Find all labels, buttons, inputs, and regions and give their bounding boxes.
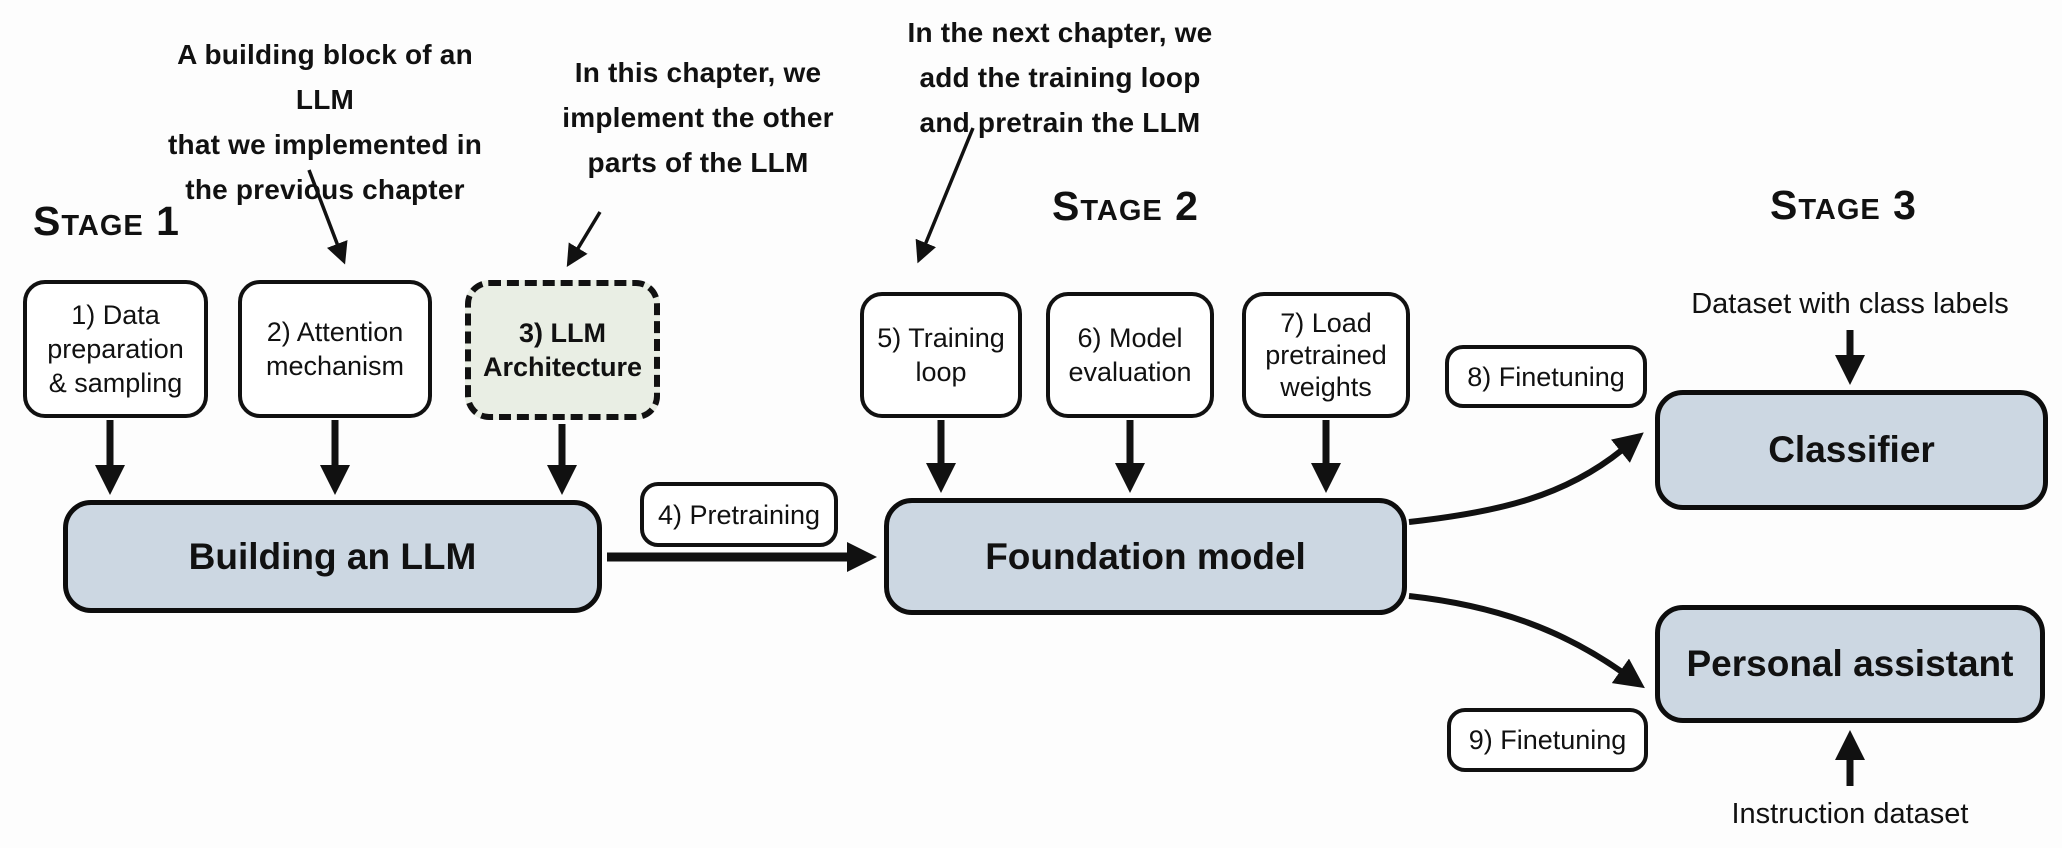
arrow-annotation-building-block bbox=[307, 169, 348, 265]
stage-1-heading: Stage 1 bbox=[33, 198, 180, 244]
step-2-attention-mechanism: 2) Attention mechanism bbox=[238, 280, 432, 418]
step-1-data-preparation: 1) Data preparation & sampling bbox=[23, 280, 208, 418]
label-instruction-dataset: Instruction dataset bbox=[1731, 798, 1969, 830]
step-6-model-evaluation: 6) Model evaluation bbox=[1046, 292, 1214, 418]
annotation-this-chapter: In this chapter, we implement the other … bbox=[562, 57, 834, 178]
step-5-training-loop: 5) Training loop bbox=[860, 292, 1022, 418]
label-dataset-class-labels: Dataset with class labels bbox=[1691, 288, 2009, 320]
arrow-annotation-this-chapter bbox=[566, 211, 602, 267]
step-9-finetuning: 9) Finetuning bbox=[1447, 708, 1648, 772]
annotation-building-block: A building block of an LLM that we imple… bbox=[168, 39, 482, 205]
step-7-load-pretrained-weights: 7) Load pretrained weights bbox=[1242, 292, 1410, 418]
node-classifier: Classifier bbox=[1655, 390, 2048, 510]
annotation-next-chapter: In the next chapter, we add the training… bbox=[907, 17, 1213, 138]
node-building-llm: Building an LLM bbox=[63, 500, 602, 613]
arrow-annotation-next-chapter bbox=[915, 127, 975, 264]
node-foundation-model: Foundation model bbox=[884, 498, 1407, 615]
stage-2-heading: Stage 2 bbox=[1052, 183, 1199, 229]
step-4-pretraining: 4) Pretraining bbox=[640, 482, 838, 547]
node-personal-assistant: Personal assistant bbox=[1655, 605, 2045, 723]
step-8-finetuning: 8) Finetuning bbox=[1445, 345, 1647, 408]
arrow-foundation-to-classifier bbox=[1408, 432, 1644, 525]
step-3-llm-architecture: 3) LLM Architecture bbox=[465, 280, 660, 420]
stage-3-heading: Stage 3 bbox=[1770, 182, 1917, 228]
arrow-foundation-to-assistant bbox=[1408, 593, 1645, 689]
